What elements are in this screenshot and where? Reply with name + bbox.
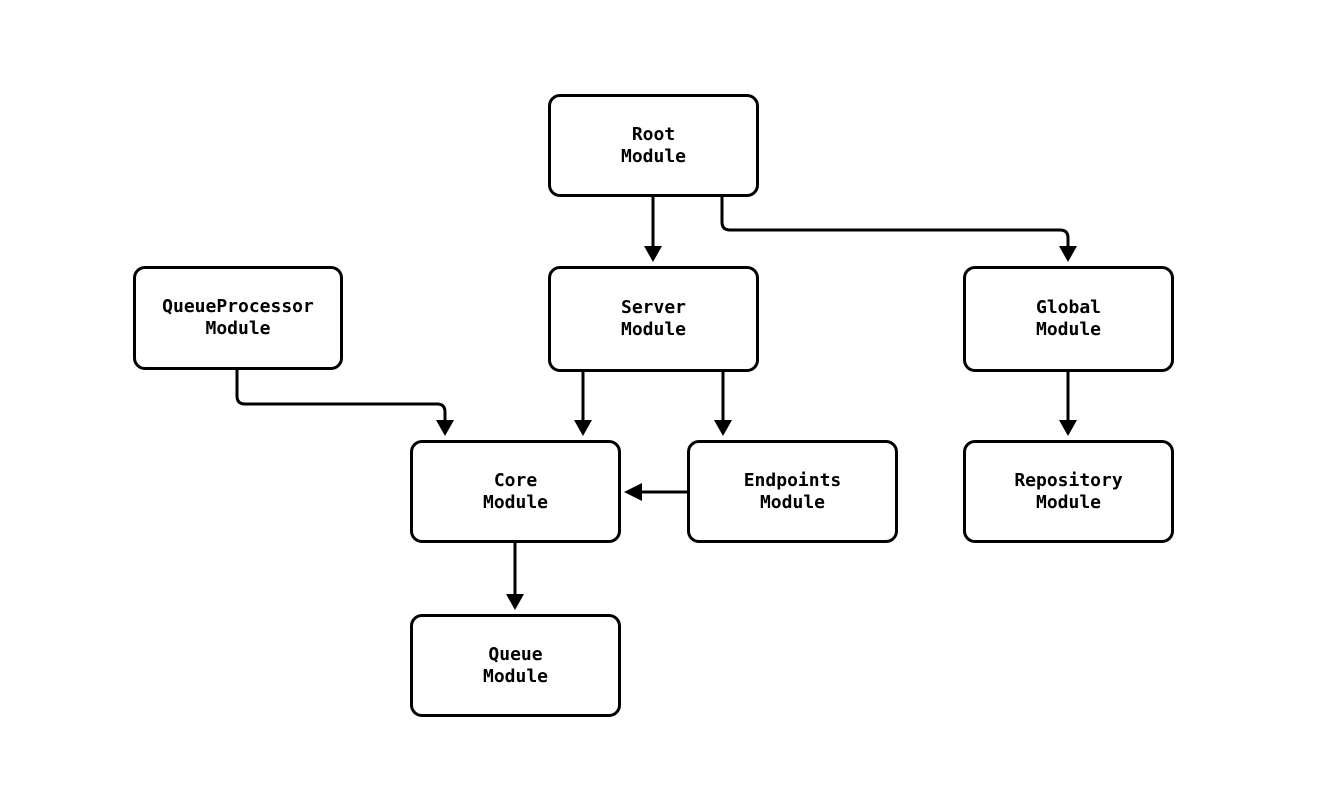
- node-root-label: Root Module: [620, 123, 687, 167]
- edge-queueprocessor-core: [235, 370, 454, 436]
- edge-server-core: [574, 372, 592, 436]
- edge-endpoints-core: [624, 483, 687, 501]
- node-queue-label: Queue Module: [482, 643, 549, 687]
- edge-global-repository: [1059, 372, 1077, 436]
- node-endpoints-label: Endpoints Module: [743, 469, 842, 513]
- node-server[interactable]: Server Module: [548, 266, 759, 372]
- node-root[interactable]: Root Module: [548, 94, 759, 197]
- node-global[interactable]: Global Module: [963, 266, 1174, 372]
- edge-root-server: [644, 197, 662, 262]
- edge-server-endpoints: [714, 372, 732, 436]
- node-repository[interactable]: Repository Module: [963, 440, 1174, 543]
- node-endpoints[interactable]: Endpoints Module: [687, 440, 898, 543]
- node-core[interactable]: Core Module: [410, 440, 621, 543]
- node-queueprocessor[interactable]: QueueProcessor Module: [133, 266, 343, 370]
- edge-core-queue: [506, 543, 524, 610]
- node-server-label: Server Module: [620, 297, 687, 340]
- node-global-label: Global Module: [1035, 297, 1102, 340]
- node-queue[interactable]: Queue Module: [410, 614, 621, 717]
- edge-root-global: [720, 197, 1077, 262]
- node-core-label: Core Module: [482, 469, 549, 513]
- node-repository-label: Repository Module: [1014, 469, 1123, 513]
- node-queueprocessor-label: QueueProcessor Module: [162, 296, 314, 339]
